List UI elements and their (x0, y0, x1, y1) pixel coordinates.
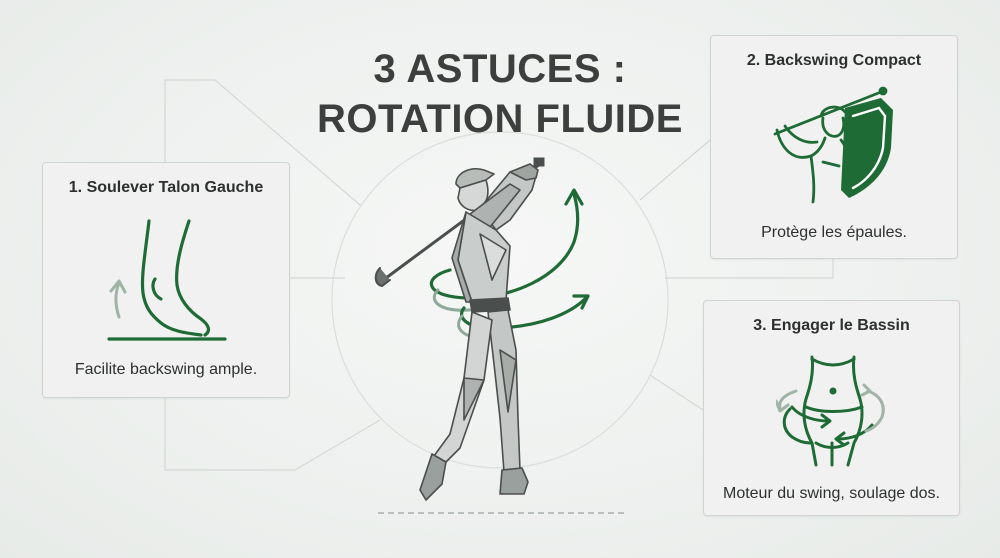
tip-card-3-description: Moteur du swing, soulage dos. (722, 485, 940, 502)
tip-card-2-title: 2. Backswing Compact (746, 52, 922, 69)
page-title-line-2: ROTATION FLUIDE (317, 97, 683, 141)
foot-heel-raise-icon (107, 219, 227, 341)
tip-card-2: 2. Backswing Compact Protèg (710, 35, 958, 259)
ground-line (378, 512, 628, 514)
tip-card-2-description: Protège les épaules. (761, 224, 907, 241)
tip-card-1: 1. Soulever Talon Gauche Facilite backsw… (42, 162, 290, 398)
golfer-swing-icon (374, 157, 590, 501)
golfer-shield-icon (773, 86, 893, 204)
page-title-line-1: 3 ASTUCES : (373, 47, 627, 91)
hip-rotation-icon (776, 355, 885, 467)
tip-card-3-title: 3. Engager le Bassin (753, 317, 910, 334)
tip-card-1-title: 1. Soulever Talon Gauche (68, 179, 264, 196)
page-title: 3 ASTUCES : ROTATION FLUIDE (250, 44, 750, 144)
tip-card-3: 3. Engager le Bassin (703, 300, 960, 516)
tip-card-1-description: Facilite backswing ample. (74, 361, 258, 378)
